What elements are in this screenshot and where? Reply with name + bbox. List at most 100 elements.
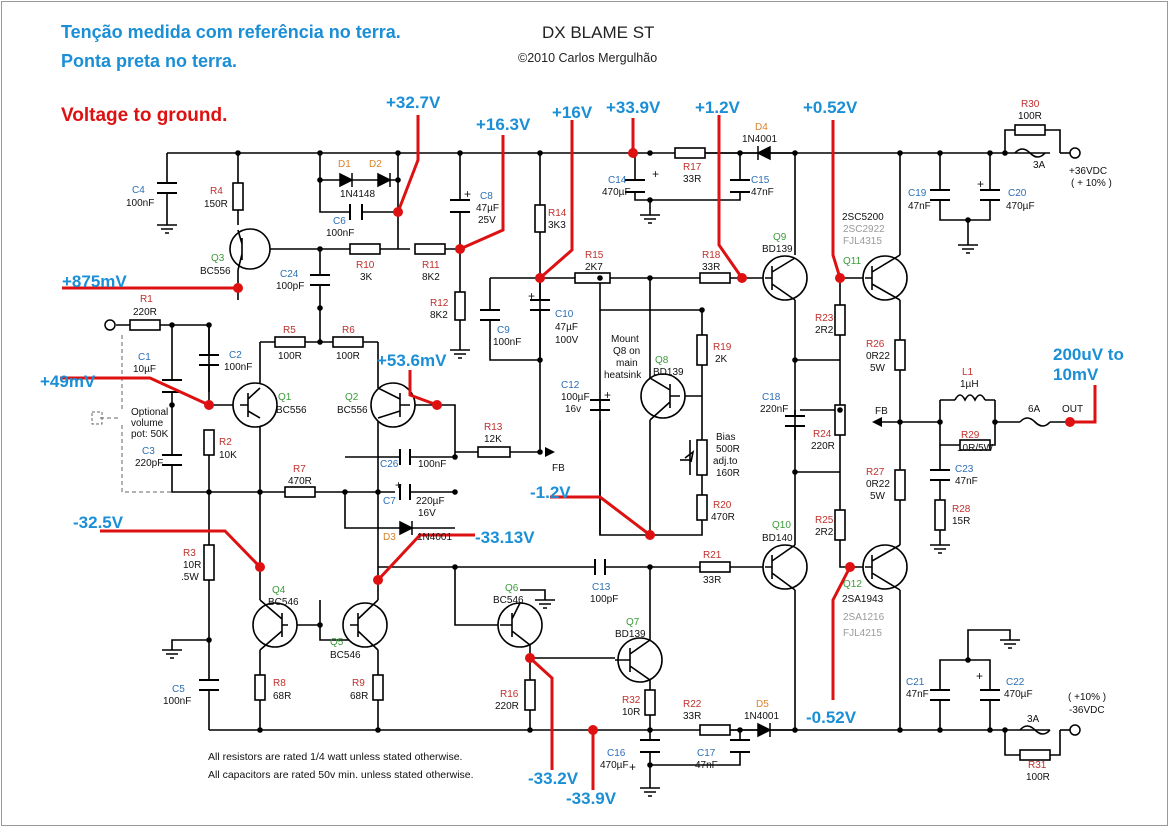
c17-ref: C17 xyxy=(697,748,716,759)
d3-part: 1N4001 xyxy=(417,532,452,543)
c24-value: 100pF xyxy=(276,281,304,292)
bias-note-2: 500R xyxy=(716,444,740,455)
q11-alt1: 2SC2922 xyxy=(843,224,885,235)
voltage-labels: +32.7V +16.3V +16V +33.9V +1.2V +0.52V +… xyxy=(40,93,1124,808)
voltage-label: -1.2V xyxy=(530,483,571,502)
d3-ref: D3 xyxy=(383,532,396,543)
c9-value: 100nF xyxy=(493,337,521,348)
c8-rating: 25V xyxy=(478,215,496,226)
polarity-marks: +++ +++ ++ xyxy=(395,167,984,774)
bias-note-1: Bias xyxy=(716,432,735,443)
q10-part: BD140 xyxy=(762,533,793,544)
r10-value: 3K xyxy=(360,272,373,283)
svg-text:+: + xyxy=(976,669,983,683)
probe-lines xyxy=(60,115,1097,790)
r27-value: 0R22 xyxy=(866,479,890,490)
probe-dots xyxy=(204,148,1075,735)
r28-ref: R28 xyxy=(952,504,971,515)
c21-ref: C21 xyxy=(906,677,925,688)
q4-ref: Q4 xyxy=(272,585,286,596)
d5-ref: D5 xyxy=(756,699,769,710)
c6-ref: C6 xyxy=(333,216,346,227)
q3-part: BC556 xyxy=(200,266,231,277)
voltage-label: +16V xyxy=(552,103,593,122)
transistor-symbols xyxy=(229,228,908,683)
fuse-3a-bottom-label: 3A xyxy=(1027,714,1040,725)
r9-ref: R9 xyxy=(352,678,365,689)
r3-rating: .5W xyxy=(181,572,199,583)
q9-ref: Q9 xyxy=(773,232,787,243)
c9-ref: C9 xyxy=(497,325,510,336)
r22-value: 33R xyxy=(683,711,701,722)
c5-ref: C5 xyxy=(172,684,185,695)
mount-note-1: Mount xyxy=(611,334,639,345)
q4-part: BC546 xyxy=(268,597,299,608)
r24-value: 220R xyxy=(811,441,835,452)
svg-text:+: + xyxy=(395,478,402,492)
c20-ref: C20 xyxy=(1008,188,1027,199)
q12-part: 2SA1943 xyxy=(842,594,884,605)
r26-ref: R26 xyxy=(866,339,885,350)
q11-ref: Q11 xyxy=(843,256,862,267)
r6-ref: R6 xyxy=(342,325,355,336)
r5-ref: R5 xyxy=(283,325,296,336)
r2-value: 10K xyxy=(219,450,237,461)
d4-ref: D4 xyxy=(755,122,768,133)
svg-text:+: + xyxy=(464,187,471,201)
r5-value: 100R xyxy=(278,351,302,362)
q6-ref: Q6 xyxy=(505,583,519,594)
c1-value: 10µF xyxy=(133,364,156,375)
c21-value: 47nF xyxy=(906,689,929,700)
q8-symbol xyxy=(640,373,686,421)
q6-symbol xyxy=(497,602,543,648)
r26-value: 0R22 xyxy=(866,351,890,362)
r27-ref: R27 xyxy=(866,467,885,478)
mount-note-4: heatsink xyxy=(604,370,642,381)
r4-ref: R4 xyxy=(210,186,223,197)
c8-value: 47µF xyxy=(476,203,499,214)
resistor-bodies xyxy=(129,124,1051,761)
q11-symbol xyxy=(862,254,908,301)
r13-ref: R13 xyxy=(484,422,503,433)
r18-ref: R18 xyxy=(702,250,721,261)
q10-symbol xyxy=(762,544,808,591)
c14-ref: C14 xyxy=(608,175,627,186)
q9-symbol xyxy=(762,255,808,301)
r6-value: 100R xyxy=(336,351,360,362)
c6-value: 100nF xyxy=(326,228,354,239)
r32-ref: R32 xyxy=(622,695,641,706)
voltage-label: +32.7V xyxy=(386,93,441,112)
r29-ref: R29 xyxy=(961,430,980,441)
q12-ref: Q12 xyxy=(843,579,862,590)
c8-ref: C8 xyxy=(480,191,493,202)
r23-value: 2R2 xyxy=(815,325,834,336)
optional-label-3: pot: 50K xyxy=(131,429,169,440)
voltage-label: +16.3V xyxy=(476,115,531,134)
r3-value: 10R xyxy=(183,560,201,571)
q5-ref: Q5 xyxy=(330,637,344,648)
c3-value: 220pF xyxy=(135,458,163,469)
voltage-label: 10mV xyxy=(1053,365,1099,384)
footnote-resistors: All resistors are rated 1/4 watt unless … xyxy=(208,751,462,763)
d1-part: 1N4148 xyxy=(340,189,375,200)
r3-ref: R3 xyxy=(183,548,196,559)
c16-ref: C16 xyxy=(607,748,626,759)
c7-rating: 16V xyxy=(418,508,436,519)
r18-value: 33R xyxy=(702,262,720,273)
q8-part: BD139 xyxy=(653,367,684,378)
c1-ref: C1 xyxy=(138,352,151,363)
diode-symbols xyxy=(339,145,772,738)
voltage-label: 200uV to xyxy=(1053,345,1124,364)
c18-ref: C18 xyxy=(762,392,781,403)
q1-part: BC556 xyxy=(276,405,307,416)
r21-ref: R21 xyxy=(703,550,722,561)
supply-negative: -36VDC xyxy=(1069,705,1105,716)
fb-label-output: FB xyxy=(875,406,888,417)
voltage-label: +49mV xyxy=(40,372,96,391)
q4-symbol xyxy=(252,599,298,651)
q6-part: BC546 xyxy=(493,595,524,606)
mount-note-2: Q8 on xyxy=(613,346,640,357)
voltage-label: -33.9V xyxy=(566,789,617,808)
r28-value: 15R xyxy=(952,516,970,527)
